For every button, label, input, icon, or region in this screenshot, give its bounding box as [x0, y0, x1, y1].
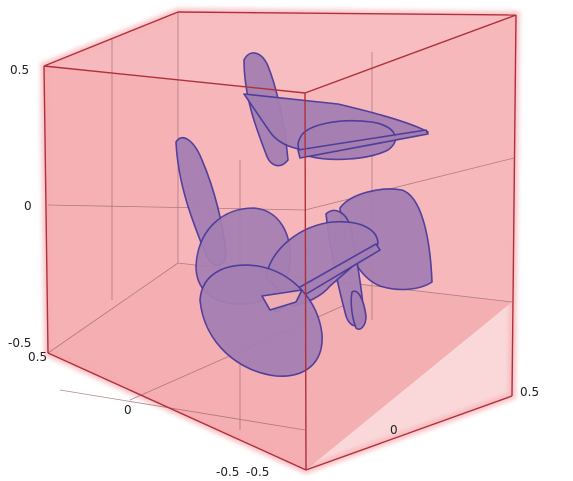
- x-tick-far: -0.5: [246, 465, 269, 479]
- x-tick-middle: 0: [390, 423, 398, 437]
- y-tick-middle: 0: [124, 403, 132, 417]
- z-tick-bottom: -0.5: [8, 336, 31, 350]
- y-tick-far: -0.5: [216, 465, 239, 479]
- propeller-geometry[interactable]: [175, 52, 433, 377]
- blade-right-tall: [339, 188, 433, 291]
- blade-right-thin: [350, 290, 367, 331]
- box-edges: [43, 11, 517, 471]
- z-tick-middle: 0: [24, 199, 32, 213]
- y-tick-near: 0.5: [28, 350, 47, 364]
- x-tick-near: 0.5: [520, 385, 539, 399]
- box-front-face: [44, 66, 306, 470]
- blade-bottom-notch: [261, 289, 303, 311]
- z-tick-top: 0.5: [10, 63, 29, 77]
- blade-top-spar: [297, 129, 429, 159]
- box-top-face: [44, 12, 516, 93]
- axis-labels: 0.5 0 -0.5 0.5 0 -0.5 -0.5 0 0.5: [8, 63, 539, 479]
